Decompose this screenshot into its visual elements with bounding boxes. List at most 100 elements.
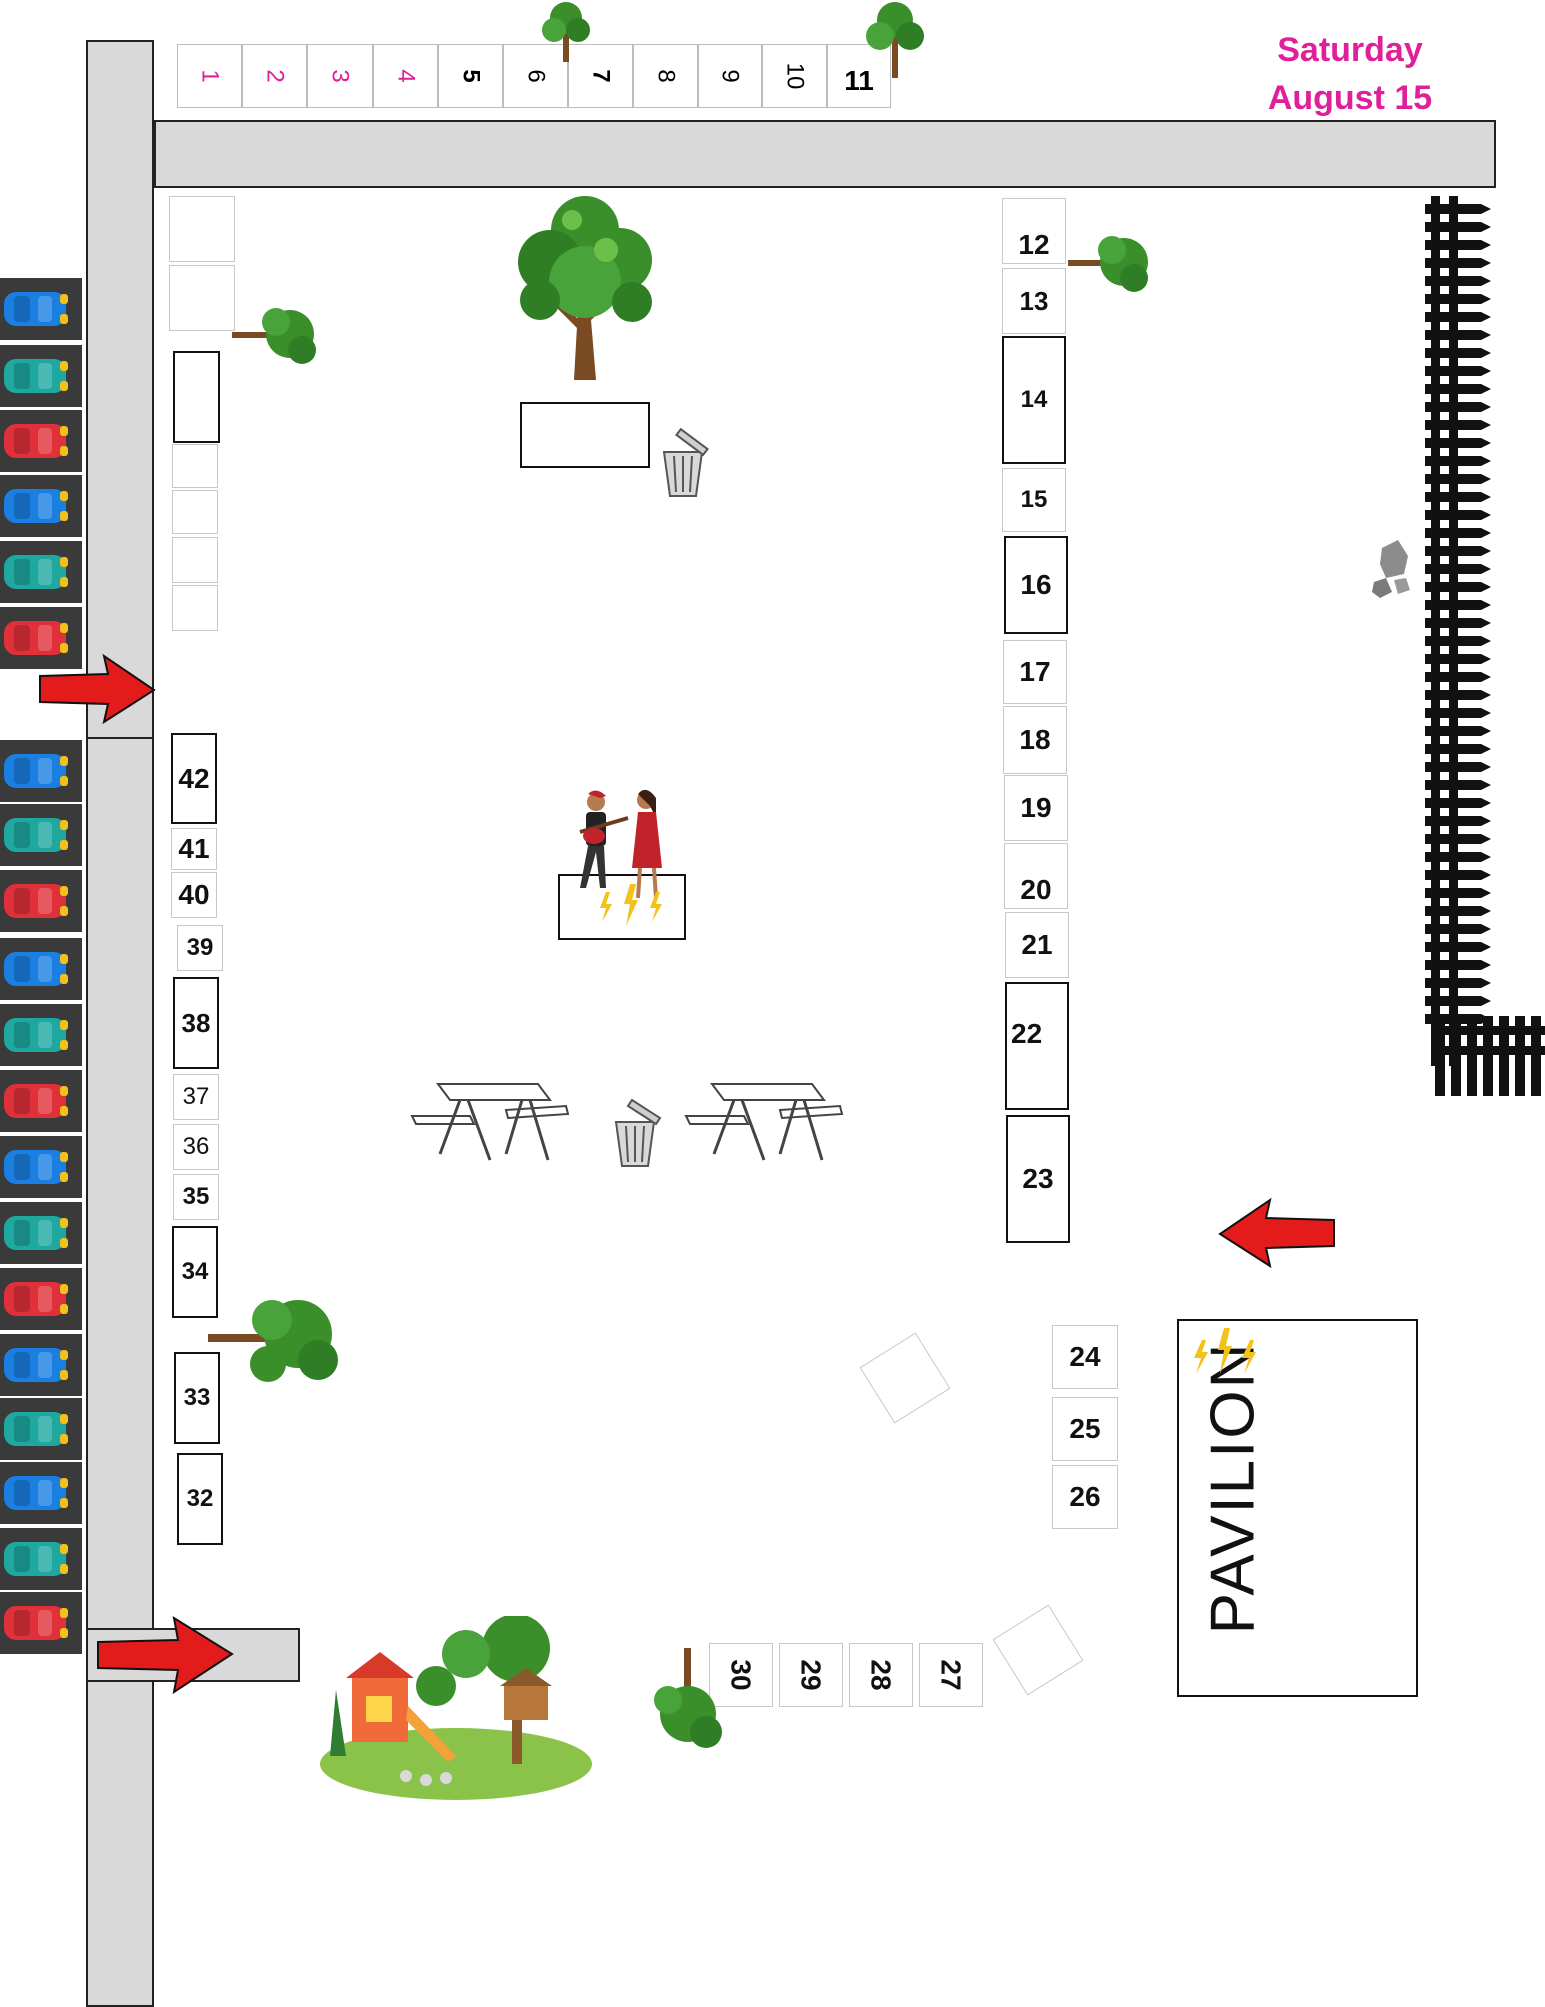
- booth-empty[interactable]: [172, 537, 218, 583]
- booth-42[interactable]: 42: [171, 733, 217, 824]
- booth-37[interactable]: 37: [173, 1074, 219, 1120]
- booth-16[interactable]: 16: [1004, 536, 1068, 634]
- booth-39[interactable]: 39: [177, 925, 223, 971]
- car-icon: [4, 1216, 68, 1250]
- booth-empty-rotated[interactable]: [859, 1332, 951, 1424]
- car-icon: [4, 292, 68, 326]
- booth-19[interactable]: 19: [1004, 775, 1068, 841]
- booth-13[interactable]: 13: [1002, 268, 1066, 334]
- car-icon: [4, 884, 68, 918]
- booth-26[interactable]: 26: [1052, 1465, 1118, 1529]
- booth-20[interactable]: 20: [1004, 843, 1068, 909]
- parking-space: [0, 1268, 82, 1330]
- parking-space: [0, 1462, 82, 1524]
- booth-4[interactable]: 4: [373, 44, 438, 108]
- booth-empty[interactable]: [172, 444, 218, 488]
- car-icon: [4, 1542, 68, 1576]
- parking-space: [0, 938, 82, 1000]
- booth-6[interactable]: 6: [503, 44, 568, 108]
- booth-17[interactable]: 17: [1003, 640, 1067, 704]
- car-icon: [4, 1348, 68, 1382]
- trash-can-icon: [662, 427, 709, 497]
- tree-icon: [542, 2, 590, 62]
- booth-1[interactable]: 1: [177, 44, 242, 108]
- booth-28[interactable]: 28: [849, 1643, 913, 1707]
- car-icon: [4, 754, 68, 788]
- booth-label: 1: [196, 69, 224, 83]
- booth-empty[interactable]: [169, 196, 235, 262]
- parking-space: [0, 607, 82, 669]
- parking-space: [0, 475, 82, 537]
- booth-34[interactable]: 34: [172, 1226, 218, 1318]
- booth-21[interactable]: 21: [1005, 912, 1069, 978]
- booth-label: 6: [522, 69, 550, 83]
- parking-space: [0, 870, 82, 932]
- pavilion-label: PAVILION: [1198, 1341, 1268, 1635]
- booth-label: 9: [716, 69, 744, 83]
- booth-8[interactable]: 8: [633, 44, 698, 108]
- booth-22[interactable]: 22: [1005, 982, 1069, 1110]
- booth-25[interactable]: 25: [1052, 1397, 1118, 1461]
- booth-11[interactable]: 11: [827, 44, 891, 108]
- booth-12[interactable]: 12: [1002, 198, 1066, 264]
- car-icon: [4, 1084, 68, 1118]
- rock-icon: [1372, 540, 1410, 598]
- booth-5[interactable]: 5: [438, 44, 503, 108]
- booth-36[interactable]: 36: [173, 1124, 219, 1170]
- booth-29[interactable]: 29: [779, 1643, 843, 1707]
- car-icon: [4, 1476, 68, 1510]
- stage[interactable]: [558, 874, 686, 940]
- booth-label: 10: [781, 62, 809, 90]
- booth-14[interactable]: 14: [1002, 336, 1066, 464]
- tree-icon: [208, 1300, 338, 1382]
- booth-27[interactable]: 27: [919, 1643, 983, 1707]
- pavilion[interactable]: [1177, 1319, 1418, 1697]
- booth-23[interactable]: 23: [1006, 1115, 1070, 1243]
- car-icon: [4, 424, 68, 458]
- car-icon: [4, 359, 68, 393]
- booth-empty-center[interactable]: [520, 402, 650, 468]
- booth-empty[interactable]: [172, 490, 218, 534]
- booth-33[interactable]: 33: [174, 1352, 220, 1444]
- booth-2[interactable]: 2: [242, 44, 307, 108]
- railroad-track-icon: [1425, 196, 1545, 1096]
- booth-24[interactable]: 24: [1052, 1325, 1118, 1389]
- car-icon: [4, 1282, 68, 1316]
- event-date: August 15: [1267, 79, 1433, 117]
- car-icon: [4, 555, 68, 589]
- booth-35[interactable]: 35: [173, 1174, 219, 1220]
- booth-38[interactable]: 38: [173, 977, 219, 1069]
- parking-space: [0, 1592, 82, 1654]
- booth-empty-rotated[interactable]: [992, 1604, 1084, 1696]
- booth-15[interactable]: 15: [1002, 468, 1066, 532]
- booth-32[interactable]: 32: [177, 1453, 223, 1545]
- booth-10[interactable]: 10: [762, 44, 827, 108]
- booth-label: 11: [844, 65, 874, 96]
- booth-7[interactable]: 7: [568, 44, 633, 108]
- parking-space: [0, 1136, 82, 1198]
- booth-30[interactable]: 30: [709, 1643, 773, 1707]
- car-icon: [4, 1412, 68, 1446]
- picnic-table-icon: [684, 1083, 844, 1161]
- car-icon: [4, 1150, 68, 1184]
- parking-space: [0, 740, 82, 802]
- booth-18[interactable]: 18: [1003, 706, 1067, 774]
- top-road: [154, 120, 1496, 188]
- parking-space: [0, 345, 82, 407]
- booth-empty[interactable]: [173, 351, 220, 443]
- playground-icon: [320, 1616, 592, 1800]
- booth-3[interactable]: 3: [307, 44, 373, 108]
- booth-label: 5: [457, 69, 485, 83]
- parking-space: [0, 804, 82, 866]
- parking-space: [0, 410, 82, 472]
- booth-40[interactable]: 40: [171, 872, 217, 918]
- left-road-upper: [86, 40, 154, 740]
- car-icon: [4, 818, 68, 852]
- tree-icon: [232, 308, 316, 364]
- booth-empty[interactable]: [172, 585, 218, 631]
- booth-9[interactable]: 9: [698, 44, 762, 108]
- lightning-icon: [600, 884, 662, 926]
- booth-41[interactable]: 41: [171, 828, 217, 870]
- booth-empty[interactable]: [169, 265, 235, 331]
- booth-label: 8: [652, 69, 680, 83]
